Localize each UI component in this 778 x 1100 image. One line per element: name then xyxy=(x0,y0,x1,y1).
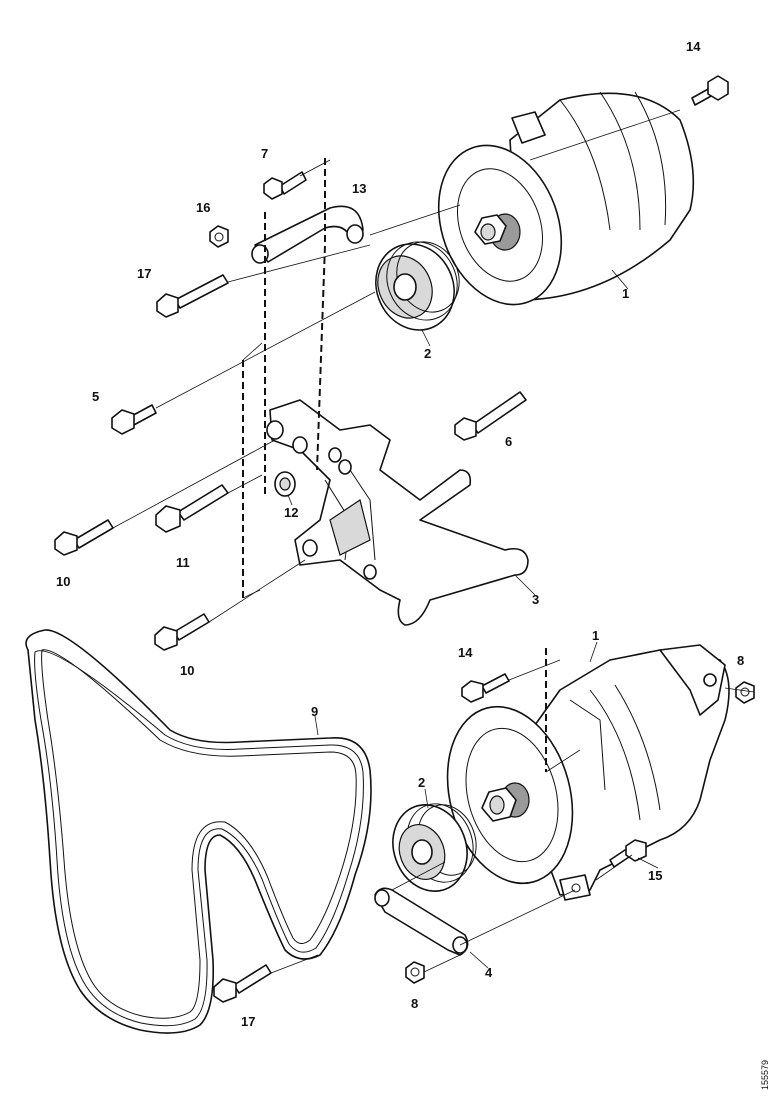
callout-16: 16 xyxy=(196,200,210,215)
bolt-14-top xyxy=(691,75,729,106)
callout-8-bottom: 8 xyxy=(411,996,418,1011)
link-bracket-4 xyxy=(374,887,469,956)
poly-v-belt xyxy=(25,629,372,1034)
callout-10-left: 10 xyxy=(56,574,70,589)
callout-13: 13 xyxy=(352,181,366,196)
callout-5: 5 xyxy=(92,389,99,404)
callout-4: 4 xyxy=(485,965,493,980)
alternator-top xyxy=(437,91,695,306)
callout-14-bottom: 14 xyxy=(458,645,473,660)
nut-16 xyxy=(209,225,229,248)
bolt-6 xyxy=(454,391,527,441)
callout-10-bottom: 10 xyxy=(180,663,194,678)
bolt-10-left xyxy=(54,519,114,556)
bolt-11 xyxy=(155,484,229,533)
callout-7: 7 xyxy=(261,146,268,161)
callout-3: 3 xyxy=(532,592,539,607)
callout-17-top: 17 xyxy=(137,266,151,281)
bolt-17-top xyxy=(156,274,229,318)
callout-2-top: 2 xyxy=(424,346,431,361)
mounting-bracket xyxy=(266,399,529,626)
bushing-12 xyxy=(274,471,296,497)
bolt-17-bottom xyxy=(213,964,272,1003)
bolt-10-bottom xyxy=(154,613,210,651)
callout-2-bottom: 2 xyxy=(418,775,425,790)
pulley-top xyxy=(375,241,460,331)
callout-12: 12 xyxy=(284,505,298,520)
callout-1-bottom: 1 xyxy=(592,628,599,643)
bolt-14-bottom xyxy=(461,673,510,703)
callout-leaders xyxy=(287,269,659,969)
bolt-7 xyxy=(263,171,307,200)
callout-11: 11 xyxy=(176,555,190,570)
callout-9: 9 xyxy=(311,704,318,719)
pulley-bottom xyxy=(392,803,477,892)
assembly-guide-lines-top xyxy=(112,109,681,623)
callout-15: 15 xyxy=(648,868,662,883)
callout-14-top: 14 xyxy=(686,39,701,54)
callout-8-right: 8 xyxy=(737,653,744,668)
bolt-5 xyxy=(111,404,157,435)
callout-labels: 1 1 2 2 3 4 5 6 7 8 8 9 10 10 11 12 13 1… xyxy=(56,39,744,1029)
alternator-bottom xyxy=(446,644,730,901)
callout-1-top: 1 xyxy=(622,286,629,301)
nut-8-bottom xyxy=(405,961,425,984)
callout-17-bottom: 17 xyxy=(241,1014,255,1029)
callout-6: 6 xyxy=(505,434,512,449)
bracket-13 xyxy=(251,205,364,264)
assembly-guide-lines-bottom xyxy=(270,648,755,974)
nut-8-right xyxy=(735,681,755,704)
figure-reference-number: 155579 xyxy=(760,1060,770,1090)
